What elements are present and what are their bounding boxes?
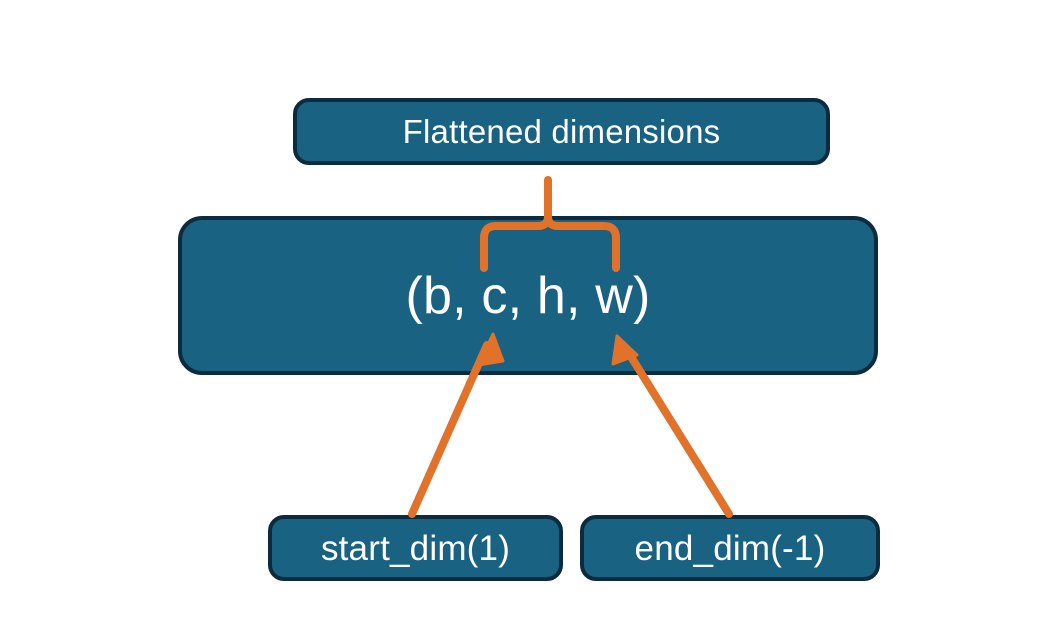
node-tensor-shape[interactable]: (b, c, h, w) (178, 216, 878, 375)
node-tensor-shape-label: (b, c, h, w) (405, 266, 651, 325)
node-end-dim-label: end_dim(-1) (634, 528, 826, 568)
node-start-dim-label: start_dim(1) (320, 528, 511, 568)
node-flattened-dimensions[interactable]: Flattened dimensions (293, 98, 830, 165)
node-end-dim[interactable]: end_dim(-1) (580, 515, 880, 581)
node-start-dim[interactable]: start_dim(1) (268, 515, 563, 581)
node-flattened-dimensions-label: Flattened dimensions (402, 113, 721, 150)
